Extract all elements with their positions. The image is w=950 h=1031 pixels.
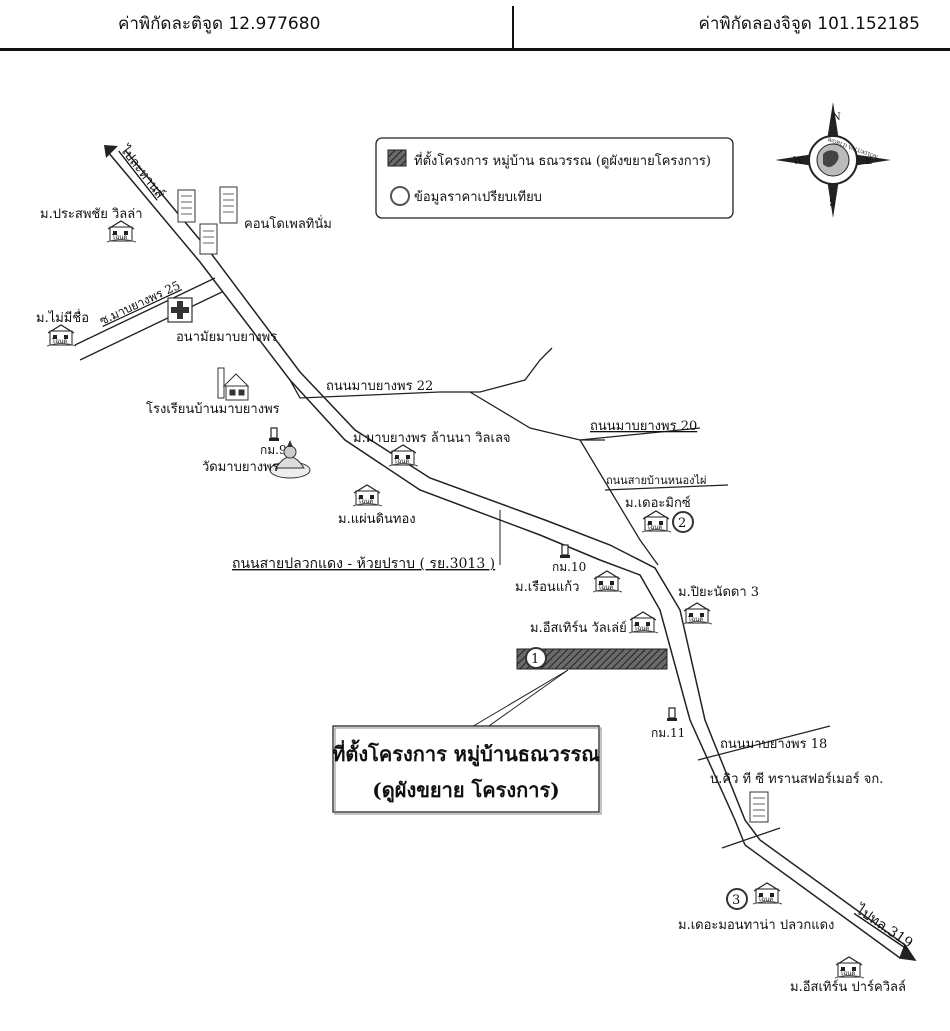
legend-project-site: ที่ตั้งโครงการ หมู่บ้าน ธณวรรณ (ดูผังขยา… [414,151,711,169]
label-to-hwy319: ไปทล.319 [852,901,916,952]
arrow-to-lakhasat [104,145,118,158]
house-icon: โฉนด [628,611,659,634]
main-road [107,149,761,846]
project-site-parcel: 1 [516,647,668,670]
cross-road-bkq [721,827,781,849]
house-icon: โฉนด [106,220,137,243]
factory-building-icon [749,791,769,823]
label-condo: คอนโดเพลทินั่ม [244,215,332,232]
house-icon: โฉนด [834,956,865,979]
comparable-swatch [390,186,410,206]
callout-line2: (ดูผังขยาย โครงการ) [372,778,559,804]
label-piyanatda: ม.ปิยะนัดดา 3 [678,585,759,600]
compass-n: N [832,112,841,123]
km-post-icon [559,544,571,559]
project-site-swatch [387,149,407,167]
callout-line1: ที่ตั้งโครงการ หมู่บ้านธณวรรณ [332,739,600,768]
road-nongkai [604,484,729,491]
coordinates-header: ค่าพิกัดละติจูด 12.977680 ค่าพิกัดลองจิจ… [0,0,950,51]
svg-text:โฉนด: โฉนด [688,615,703,623]
header-divider [512,6,514,48]
legend-comparables: ข้อมูลราคาเปรียบเทียบ [414,189,542,205]
house-icon: โฉนด [641,510,672,533]
label-road22: ถนนมาบยางพร 22 [326,379,433,394]
label-monthana: ม.เดอะมอนทาน่า ปลวกแดง [678,918,834,933]
km-post-icon [666,707,678,722]
svg-text:2: 2 [678,516,686,531]
label-km10: กม.10 [552,560,586,574]
condo-building-icon [177,186,238,255]
label-bkq: บ.คิว ที ซี ทรานสฟอร์เมอร์ จก. [710,771,883,787]
svg-text:โฉนด: โฉนด [358,497,373,505]
legend: ที่ตั้งโครงการ หมู่บ้าน ธณวรรณ (ดูผังขยา… [375,137,734,219]
comparable-marker-3: 3 [726,888,748,910]
label-health: อนามัยมาบยางพร [176,330,277,345]
compass-s: S [829,198,836,209]
label-km11: กม.11 [651,726,685,740]
callout-leader [469,669,569,729]
label-prasopchai: ม.ประสพชัย วิลล่า [40,207,143,222]
house-icon: โฉนด [682,602,713,625]
compass-w: W [793,156,804,167]
label-phaendin: ม.แผ่นดินทอง [338,512,416,527]
label-temple: วัดมาบยางพร [202,460,279,475]
svg-text:โฉนด: โฉนด [634,624,649,632]
label-dreamix: ม.เดอะมิกซ์ [625,495,691,511]
label-school: โรงเรียนบ้านมาบยางพร [146,401,280,417]
compass-e: E [865,156,872,167]
label-no-name: ม.ไม่มีชื่อ [36,309,89,326]
km-post-icon [268,427,280,442]
house-icon: โฉนด [388,444,419,467]
label-eastern-valley: ม.อีสเทิร์น วัลเล่ย์ [530,620,627,636]
compass-icon: N S E W WORLD VALUATION [775,102,891,218]
comparable-marker-2: 2 [672,511,694,533]
road-20 [579,427,701,566]
svg-text:โฉนด: โฉนด [598,583,613,591]
label-lannavillage: ม.มาบยางพร ล้านนา วิลเลจ [353,431,511,446]
road-to-hwy319 [744,839,917,961]
longitude-label: ค่าพิกัดลองจิจูด 101.152185 [698,14,921,34]
svg-text:3: 3 [732,893,740,908]
label-road18: ถนนมาบยางพร 18 [720,737,827,752]
label-road-nongkai: ถนนสายบ้านหนองไผ่ [606,474,706,487]
svg-text:โฉนด: โฉนด [52,337,67,345]
label-rueankaew: ม.เรือนแก้ว [515,579,579,595]
latitude-label: ค่าพิกัดละติจูด 12.977680 [118,14,321,34]
school-icon [217,367,250,401]
temple-buddha-icon [269,440,311,479]
house-icon: โฉนด [752,882,783,905]
house-icon: โฉนด [352,484,383,507]
svg-text:โฉนด: โฉนด [394,457,409,465]
label-km9: กม.9 [260,443,287,457]
site-marker-1: 1 [531,652,539,667]
hospital-icon [167,297,193,323]
svg-text:โฉนด: โฉนด [758,895,773,903]
soi-25-road [74,277,223,361]
svg-text:โฉนด: โฉนด [112,233,127,241]
road-18 [697,725,831,761]
road-22 [289,347,605,441]
house-icon: โฉนด [592,570,623,593]
svg-text:โฉนด: โฉนด [840,969,855,977]
house-icon: โฉนด [46,324,77,347]
label-main-road: ถนนสายปลวกแดง - ห้วยปราบ ( รย.3013 ) [232,556,495,572]
label-road20: ถนนมาบยางพร 20 [590,419,697,434]
svg-text:โฉนด: โฉนด [647,523,662,531]
label-eastern-park: ม.อีสเทิร์น ปาร์ควิลล์ [790,979,906,995]
project-callout: ที่ตั้งโครงการ หมู่บ้านธณวรรณ (ดูผังขยาย… [332,725,602,815]
